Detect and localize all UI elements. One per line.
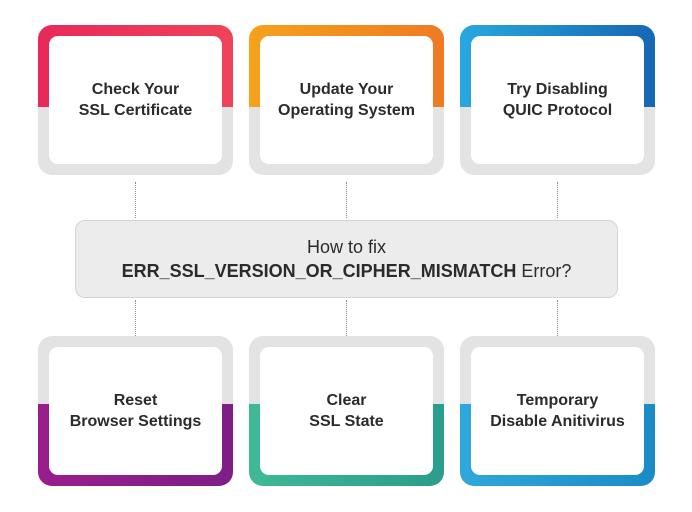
card-label: Clear SSL State	[309, 392, 384, 430]
error-suffix: Error?	[516, 261, 572, 281]
error-code: ERR_SSL_VERSION_OR_CIPHER_MISMATCH	[121, 261, 517, 281]
card-label: Reset Browser Settings	[69, 392, 202, 430]
card-body: Check Your SSL Certificate	[49, 36, 222, 164]
center-error-line: ERR_SSL_VERSION_OR_CIPHER_MISMATCH Error…	[122, 259, 572, 283]
card-reset-browser-settings: Reset Browser Settings	[38, 336, 233, 486]
card-update-operating-system: Update Your Operating System	[249, 25, 444, 175]
connector-line	[135, 182, 136, 218]
card-body: Clear SSL State	[260, 347, 433, 475]
connector-line	[557, 300, 558, 336]
card-label: Update Your Operating System	[278, 81, 415, 119]
card-label: Check Your SSL Certificate	[78, 81, 193, 119]
card-body: Try Disabling QUIC Protocol	[471, 36, 644, 164]
card-disable-antivirus: Temporary Disable Anitivirus	[460, 336, 655, 486]
card-label: Temporary Disable Anitivirus	[490, 392, 625, 430]
connector-line	[346, 182, 347, 218]
connector-line	[557, 182, 558, 218]
center-title: How to fix	[306, 237, 387, 257]
center-question-box: How to fix ERR_SSL_VERSION_OR_CIPHER_MIS…	[75, 220, 618, 298]
connector-line	[135, 300, 136, 336]
card-label: Try Disabling QUIC Protocol	[502, 81, 613, 119]
card-body: Update Your Operating System	[260, 36, 433, 164]
card-check-ssl-certificate: Check Your SSL Certificate	[38, 25, 233, 175]
card-disable-quic-protocol: Try Disabling QUIC Protocol	[460, 25, 655, 175]
card-body: Reset Browser Settings	[49, 347, 222, 475]
card-body: Temporary Disable Anitivirus	[471, 347, 644, 475]
card-clear-ssl-state: Clear SSL State	[249, 336, 444, 486]
connector-line	[346, 300, 347, 336]
